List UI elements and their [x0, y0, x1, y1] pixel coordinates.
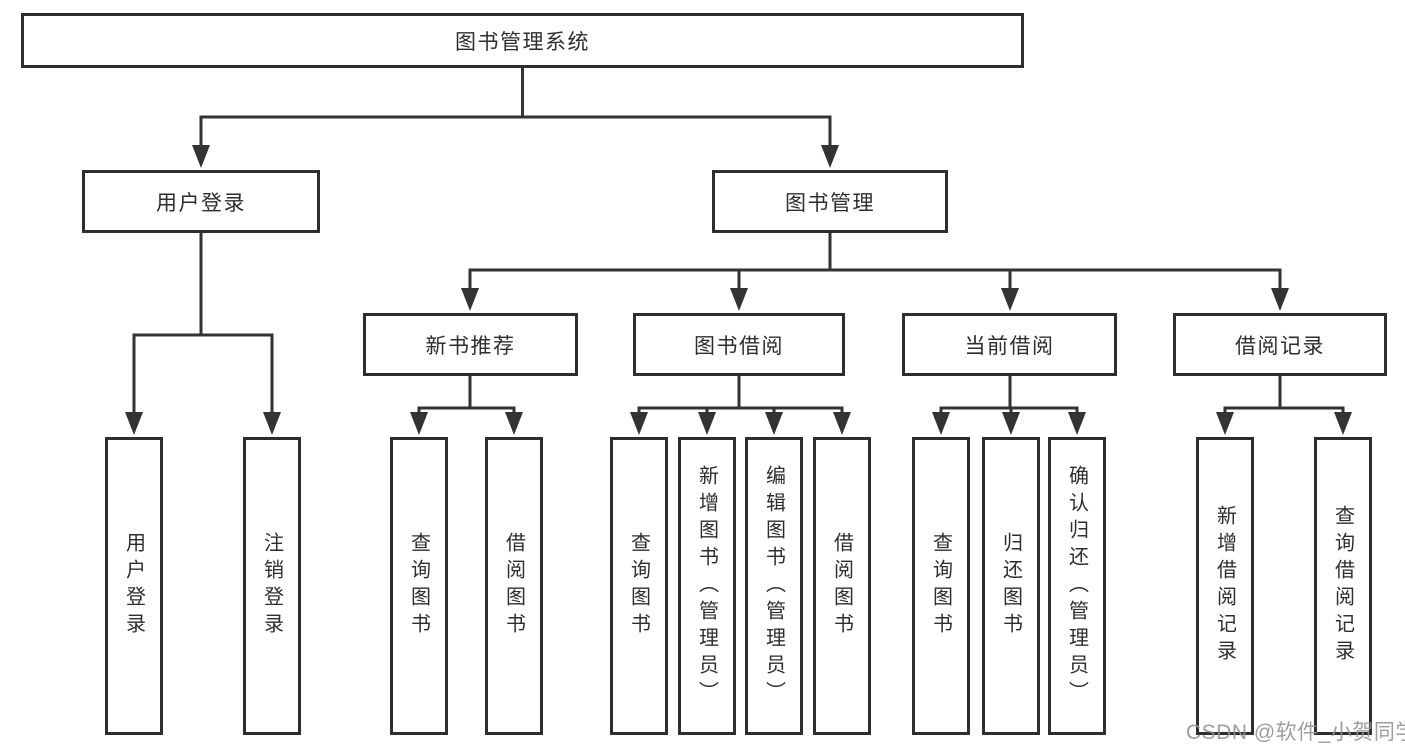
node-label: 借阅图书: [830, 532, 853, 640]
arrow-icon: [1216, 412, 1234, 435]
node-current-borrow: 当前借阅: [902, 313, 1117, 376]
connector-root: [199, 68, 832, 155]
leaf-user-login: 用户登录: [105, 437, 163, 735]
node-label: 归还图书: [999, 532, 1022, 640]
node-label: 查询图书: [929, 532, 952, 640]
arrow-icon: [698, 412, 716, 435]
connector-new-book-recommend: [417, 376, 516, 422]
node-borrow-record: 借阅记录: [1173, 313, 1387, 376]
node-label: 查询图书: [407, 532, 430, 640]
node-label: 用户登录: [156, 191, 246, 215]
arrow-icon: [505, 412, 523, 435]
leaf-query-book-current: 查询图书: [912, 437, 970, 735]
node-label: 借阅图书: [502, 532, 525, 640]
arrow-icon: [125, 412, 143, 435]
node-label: 当前借阅: [964, 334, 1055, 358]
arrowheads: [125, 145, 1352, 435]
arrow-icon: [821, 145, 839, 168]
arrow-icon: [1271, 288, 1289, 311]
leaf-query-book-borrow: 查询图书: [610, 437, 668, 735]
node-label: 确认归还（管理员）: [1065, 464, 1088, 708]
arrow-icon: [1068, 412, 1086, 435]
node-label: 图书管理系统: [455, 30, 590, 54]
node-label: 用户登录: [122, 532, 145, 640]
arrow-icon: [932, 412, 950, 435]
node-label: 新增图书（管理员）: [695, 464, 718, 708]
node-label: 查询借阅记录: [1331, 505, 1354, 667]
arrow-icon: [263, 412, 281, 435]
leaf-add-book-admin: 新增图书（管理员）: [678, 437, 736, 735]
arrow-icon: [410, 412, 428, 435]
leaf-query-book-recommend: 查询图书: [390, 437, 448, 735]
node-new-book-recommend: 新书推荐: [363, 313, 578, 376]
arrow-icon: [833, 412, 851, 435]
node-label: 编辑图书（管理员）: [762, 464, 785, 708]
leaf-borrow-book: 借阅图书: [813, 437, 871, 735]
leaf-borrow-book-recommend: 借阅图书: [485, 437, 543, 735]
leaf-return-book: 归还图书: [982, 437, 1040, 735]
node-book-borrow: 图书借阅: [633, 313, 845, 376]
leaf-query-borrow-record: 查询借阅记录: [1314, 437, 1372, 735]
node-label: 注销登录: [260, 532, 283, 640]
node-label: 图书借阅: [694, 334, 784, 358]
arrow-icon: [630, 412, 648, 435]
node-user-login: 用户登录: [82, 170, 320, 233]
node-label: 新增借阅记录: [1213, 505, 1236, 667]
csdn-watermark: CSDN @软件_小贺同学: [1186, 721, 1405, 744]
node-book-management: 图书管理: [712, 170, 948, 233]
arrow-icon: [1334, 412, 1352, 435]
node-label: 借阅记录: [1235, 334, 1325, 358]
connector-book-borrow: [637, 376, 844, 422]
node-label: 图书管理: [785, 191, 875, 215]
leaf-add-borrow-record: 新增借阅记录: [1196, 437, 1254, 735]
arrow-icon: [192, 145, 210, 168]
node-label: 查询图书: [627, 532, 650, 640]
arrow-icon: [1002, 412, 1020, 435]
connector-user-login: [132, 233, 274, 422]
leaf-edit-book-admin: 编辑图书（管理员）: [745, 437, 803, 735]
leaf-confirm-return-admin: 确认归还（管理员）: [1048, 437, 1106, 735]
node-label: 新书推荐: [425, 334, 516, 358]
node-root: 图书管理系统: [21, 13, 1024, 68]
connector-borrow-record: [1223, 376, 1345, 422]
leaf-logout: 注销登录: [243, 437, 301, 735]
connector-book-management: [468, 233, 1282, 298]
arrow-icon: [730, 288, 748, 311]
arrow-icon: [461, 288, 479, 311]
arrow-icon: [765, 412, 783, 435]
arrow-icon: [1001, 288, 1019, 311]
